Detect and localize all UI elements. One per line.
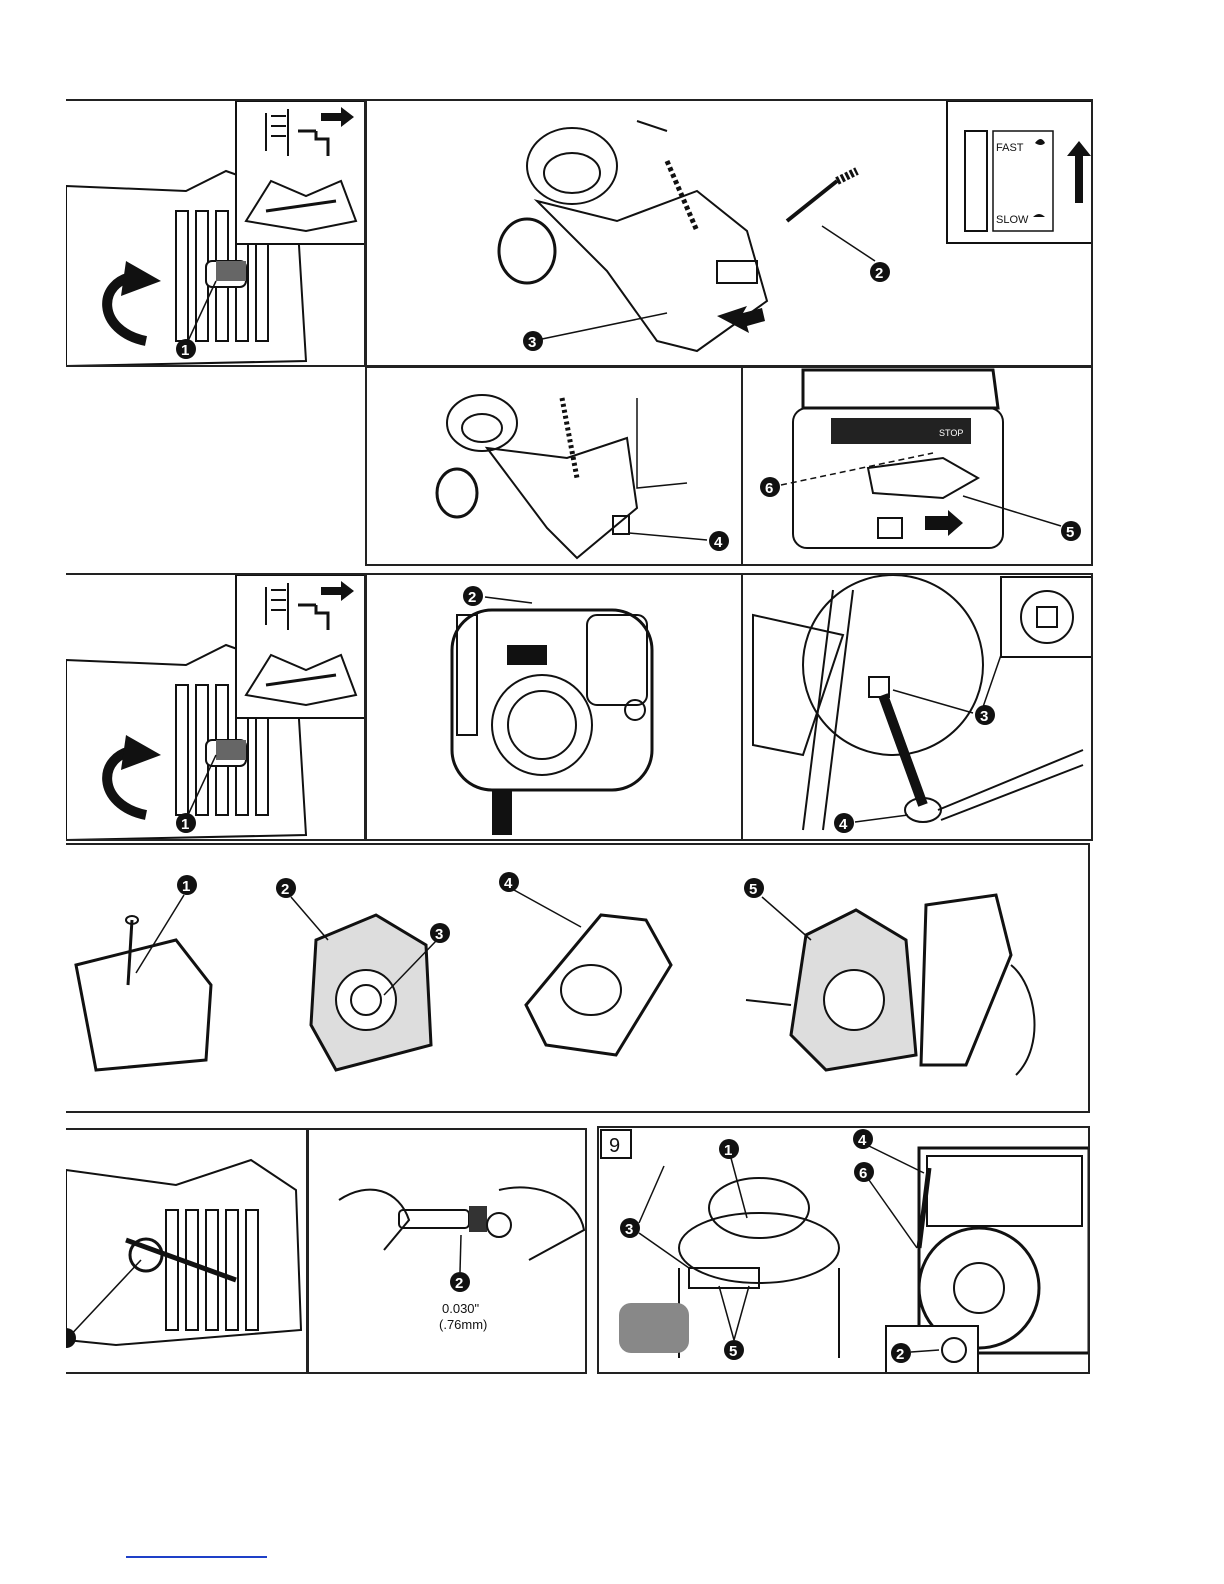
svg-text:3: 3: [435, 926, 443, 943]
callout-1c: 1: [136, 875, 197, 973]
svg-text:1: 1: [724, 1142, 732, 1159]
callout-2: 2: [822, 226, 890, 282]
footer-link-underline: [126, 1556, 267, 1558]
callout-2c: 2: [276, 878, 328, 940]
callout-5e: 5: [719, 1286, 749, 1360]
svg-text:1: 1: [181, 342, 189, 359]
callout-2d: 2: [450, 1235, 470, 1292]
callout-3: 3: [523, 313, 667, 351]
callout-5c: 5: [744, 878, 811, 940]
slow-label: SLOW: [996, 214, 1029, 226]
svg-text:5: 5: [749, 881, 757, 898]
spark-plug-disconnect-panel-2: 1: [66, 573, 366, 841]
svg-text:2: 2: [468, 589, 476, 606]
svg-text:2: 2: [455, 1275, 463, 1292]
spark-plug-removal-panel: [66, 1128, 308, 1374]
throttle-control-inset: FAST SLOW: [947, 101, 1093, 243]
spark-gap-panel: 2 0.030" (.76mm): [307, 1128, 587, 1374]
callout-4b: 4: [834, 813, 908, 833]
svg-text:3: 3: [625, 1221, 633, 1238]
governor-adjust-panel: STOP 6 5: [741, 366, 1093, 566]
fast-label: FAST: [996, 142, 1024, 154]
callout-4c: 4: [499, 872, 581, 927]
crankshaft-rotate-panel: 3 4: [741, 573, 1093, 841]
svg-text:4: 4: [504, 875, 513, 892]
stop-label: STOP: [939, 428, 963, 438]
figure-number: 9: [609, 1135, 620, 1157]
callout-5: 5: [963, 496, 1081, 541]
carburetor-throttle-panel: 2 3 FAST SLOW: [365, 99, 1093, 367]
svg-text:3: 3: [980, 708, 988, 725]
svg-text:6: 6: [765, 480, 773, 497]
svg-text:4: 4: [714, 534, 723, 551]
gap-mm-label: (.76mm): [439, 1317, 487, 1332]
svg-text:1: 1: [181, 816, 189, 833]
callout-1e: 1: [719, 1139, 747, 1218]
governor-linkage-panel: 4: [365, 366, 743, 566]
svg-text:2: 2: [896, 1346, 904, 1363]
svg-text:5: 5: [729, 1343, 737, 1360]
callout-2b: 2: [463, 586, 532, 606]
svg-text:6: 6: [859, 1165, 867, 1182]
spark-plug-disconnect-panel: 1: [66, 99, 366, 367]
callout-3b: 3: [893, 655, 1001, 725]
gap-inches-label: 0.030": [442, 1301, 480, 1316]
callout-4: 4: [629, 531, 729, 551]
svg-text:2: 2: [875, 265, 883, 282]
callout-6: 6: [760, 453, 933, 497]
callout-6e: 6: [854, 1162, 917, 1248]
svg-text:4: 4: [858, 1132, 867, 1149]
svg-text:3: 3: [528, 334, 536, 351]
svg-text:4: 4: [839, 816, 848, 833]
air-cleaner-panel: 1 2 3 4 5: [66, 843, 1090, 1113]
engine-front-panel: 2: [365, 573, 743, 841]
svg-text:1: 1: [182, 878, 190, 895]
svg-text:5: 5: [1066, 524, 1074, 541]
armature-panel: 9 1 3 5 4: [597, 1126, 1090, 1374]
svg-text:2: 2: [281, 881, 289, 898]
